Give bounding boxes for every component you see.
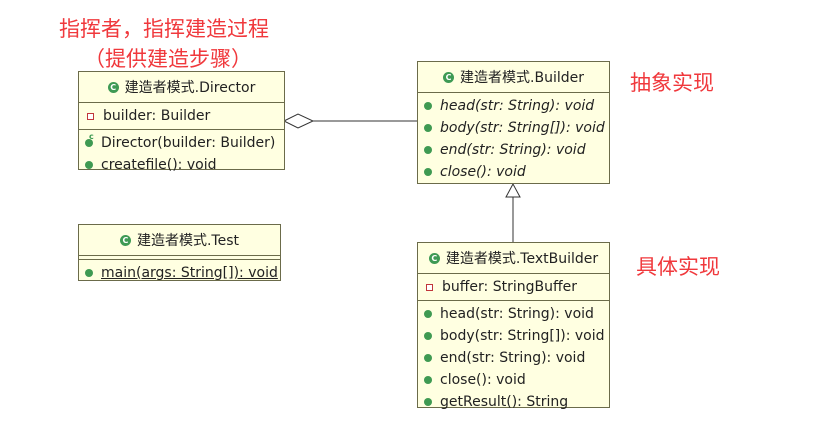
method-label: close(): void [440, 164, 526, 180]
class-icon: C [428, 252, 440, 264]
method-label: createfile(): void [101, 157, 217, 173]
field-row: builder: Builder [79, 105, 284, 127]
class-icon: C [107, 81, 119, 93]
method-row: createfile(): void [79, 154, 284, 176]
generalization-arrowhead [505, 182, 521, 198]
method-label: getResult(): String [440, 394, 569, 410]
abstract-note: 抽象实现 [630, 71, 714, 95]
class-director-fields: builder: Builder [79, 103, 284, 130]
method-label: end(str: String): void [440, 350, 586, 366]
class-test-header: C 建造者模式.Test [79, 225, 280, 256]
class-textbuilder[interactable]: C 建造者模式.TextBuilder buffer: StringBuffer… [417, 242, 610, 410]
method-row: main(args: String[]): void [79, 262, 280, 284]
public-method-icon [85, 161, 93, 169]
method-label: Director(builder: Builder) [101, 135, 276, 151]
public-method-icon [424, 102, 432, 110]
public-method-icon [424, 376, 432, 384]
class-test-name: 建造者模式.Test [136, 233, 240, 249]
method-row: head(str: String): void [418, 303, 609, 325]
method-row: getResult(): String [418, 391, 609, 413]
class-builder-name: 建造者模式.Builder [460, 70, 584, 86]
method-label: body(str: String[]): void [440, 328, 605, 344]
field-row: buffer: StringBuffer [418, 276, 609, 298]
class-director-header: C 建造者模式.Director [79, 72, 284, 103]
public-method-icon [424, 146, 432, 154]
private-field-icon [87, 112, 94, 120]
public-method-icon [424, 354, 432, 362]
public-method-icon [424, 310, 432, 318]
class-builder-methods: head(str: String): void body(str: String… [418, 93, 609, 185]
class-icon: C [119, 234, 131, 246]
method-row: body(str: String[]): void [418, 117, 609, 139]
method-row: end(str: String): void [418, 347, 609, 369]
public-method-icon [424, 332, 432, 340]
class-director-name: 建造者模式.Director [124, 80, 256, 96]
method-label: body(str: String[]): void [440, 120, 605, 136]
class-director-methods: Director(builder: Builder) createfile():… [79, 130, 284, 178]
method-row: end(str: String): void [418, 139, 609, 161]
class-icon: C [443, 71, 455, 83]
class-builder-header: C 建造者模式.Builder [418, 62, 609, 93]
concrete-note: 具体实现 [636, 255, 720, 279]
private-field-icon [426, 283, 433, 291]
class-director[interactable]: C 建造者模式.Director builder: Builder Direct… [78, 71, 285, 173]
class-textbuilder-name: 建造者模式.TextBuilder [445, 251, 599, 267]
method-row: close(): void [418, 369, 609, 391]
method-label: head(str: String): void [440, 306, 594, 322]
public-method-icon [424, 124, 432, 132]
method-label: head(str: String): void [440, 98, 595, 114]
class-textbuilder-fields: buffer: StringBuffer [418, 274, 609, 301]
class-test[interactable]: C 建造者模式.Test main(args: String[]): void [78, 224, 281, 281]
method-label: close(): void [440, 372, 526, 388]
method-label: end(str: String): void [440, 142, 586, 158]
public-method-icon [424, 168, 432, 176]
field-label: builder: Builder [103, 108, 211, 124]
static-method-icon [85, 269, 93, 277]
director-note-line1: 指挥者，指挥建造过程 [59, 17, 269, 41]
constructor-icon [85, 132, 94, 147]
aggregation-diamond [282, 113, 315, 129]
class-textbuilder-methods: head(str: String): void body(str: String… [418, 301, 609, 415]
field-label: buffer: StringBuffer [442, 279, 577, 295]
method-row: body(str: String[]): void [418, 325, 609, 347]
method-label: main(args: String[]): void [101, 265, 278, 281]
method-row: close(): void [418, 161, 609, 183]
class-builder[interactable]: C 建造者模式.Builder head(str: String): void … [417, 61, 610, 184]
method-row: Director(builder: Builder) [79, 132, 284, 154]
method-row: head(str: String): void [418, 95, 609, 117]
class-test-methods: main(args: String[]): void [79, 260, 280, 286]
public-method-icon [424, 398, 432, 406]
class-textbuilder-header: C 建造者模式.TextBuilder [418, 243, 609, 274]
director-note-line2: （提供建造步骤） [84, 47, 252, 71]
class-test-fields [79, 256, 280, 260]
